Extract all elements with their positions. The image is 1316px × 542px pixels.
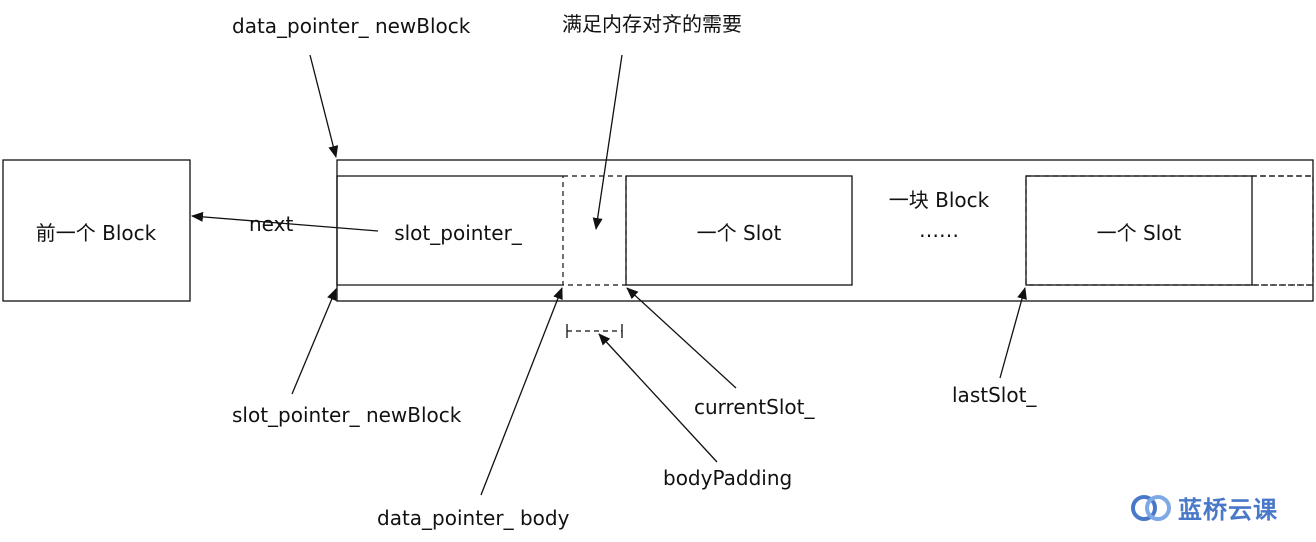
trailing-padding-box	[1252, 175, 1313, 286]
slot-1-label: 一个 Slot	[696, 221, 782, 245]
prev-block-box	[2, 159, 191, 302]
watermark: 蓝桥云课	[1128, 490, 1278, 525]
last-slot-label: lastSlot_	[952, 383, 1037, 407]
slot-pointer-label: slot_pointer_	[394, 221, 522, 245]
arrow-next	[191, 211, 379, 232]
arrow-slot-pointer-newblock	[291, 288, 337, 395]
arrow-alignment-note	[592, 54, 623, 230]
padding-dimension-marker	[566, 324, 623, 338]
body-padding-box	[562, 175, 627, 286]
arrow-data-pointer-body	[480, 287, 563, 496]
current-slot-label: currentSlot_	[694, 395, 815, 419]
prev-block-label: 前一个 Block	[35, 221, 157, 245]
alignment-note-label: 满足内存对齐的需要	[562, 12, 742, 36]
data-pointer-newblock-label: data_pointer_ newBlock	[232, 14, 471, 38]
ellipsis-label: ……	[919, 218, 959, 242]
slot-box-1	[625, 175, 853, 286]
lanqiao-logo-icon	[1131, 494, 1171, 521]
slot-pointer-newblock-label: slot_pointer_ newBlock	[232, 403, 462, 427]
block-label: 一块 Block	[888, 188, 990, 212]
arrow-body-padding	[598, 333, 718, 463]
slot-pointer-box	[336, 175, 563, 286]
slot-2-label: 一个 Slot	[1096, 221, 1182, 245]
body-padding-label: bodyPadding	[663, 466, 793, 490]
next-label: next	[249, 212, 294, 236]
arrow-last-slot	[999, 287, 1027, 379]
arrow-current-slot	[626, 287, 737, 389]
arrow-data-pointer-newblock	[309, 54, 339, 158]
data-pointer-body-label: data_pointer_ body	[377, 506, 570, 530]
watermark-text: 蓝桥云课	[1178, 496, 1278, 524]
